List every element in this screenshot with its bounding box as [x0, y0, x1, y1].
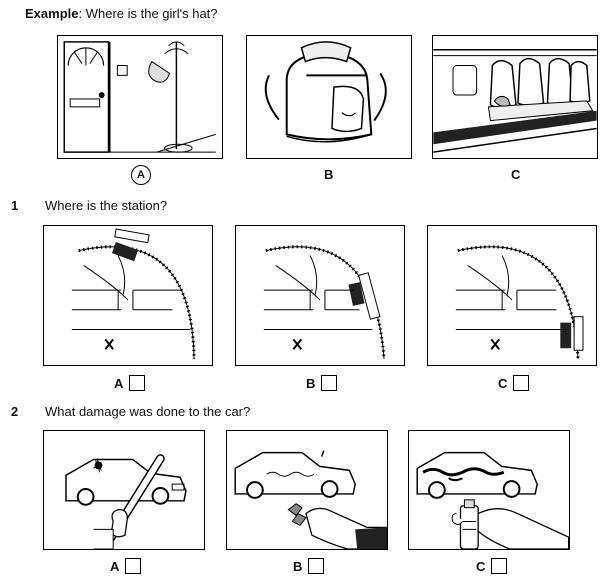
station-map-c [455, 245, 584, 360]
q2-option-a-label: A [110, 558, 120, 574]
car-smashed-window-illustration [65, 454, 187, 549]
q1-option-c-checkbox[interactable] [513, 375, 530, 391]
q2-option-a[interactable]: A [110, 558, 142, 574]
question-1-number: 1 [11, 198, 19, 213]
example-picture-b [246, 35, 412, 159]
backpack-illustration [264, 41, 387, 143]
example-option-c: C [511, 167, 520, 182]
q2-option-c-label: C [476, 558, 486, 574]
q1-option-b-label: B [306, 375, 316, 391]
q2-option-c[interactable]: C [476, 558, 508, 574]
example-option-a: A [131, 165, 151, 185]
hallway-door-illustration [63, 41, 216, 153]
station-map-b [263, 245, 386, 360]
q1-option-b-checkbox[interactable] [321, 375, 338, 391]
q2-option-a-checkbox[interactable] [125, 558, 142, 574]
station-map-a [71, 228, 196, 360]
q1-option-c-label: C [498, 375, 508, 391]
q1-option-a-label: A [114, 375, 124, 391]
question-1-text: Where is the station? [45, 198, 168, 213]
q1-option-c[interactable]: C [498, 375, 530, 391]
q1-option-a-checkbox[interactable] [129, 375, 146, 391]
question-2-text: What damage was done to the car? [45, 404, 251, 419]
q2-picture-a [43, 430, 205, 550]
example-option-b: B [324, 167, 333, 182]
option-b-label: B [324, 167, 334, 182]
q1-picture-b [235, 225, 405, 366]
q2-option-b[interactable]: B [293, 558, 325, 574]
car-scratched-illustration [234, 450, 387, 549]
example-question-text: : Where is the girl's hat? [78, 6, 218, 21]
example-question: Example: Where is the girl's hat? [25, 6, 218, 21]
example-picture-a [57, 35, 223, 159]
q2-picture-b [226, 430, 388, 550]
car-spray-painted-illustration [416, 451, 569, 549]
q1-option-a[interactable]: A [114, 375, 146, 391]
question-2-number: 2 [11, 404, 19, 419]
q2-option-b-label: B [293, 558, 303, 574]
option-a-circled: A [131, 165, 151, 185]
q2-picture-c [408, 430, 570, 550]
q2-option-b-checkbox[interactable] [308, 558, 325, 574]
example-picture-c [432, 35, 598, 159]
bus-seats-illustration [433, 49, 597, 153]
q1-picture-c [427, 225, 597, 366]
q2-option-c-checkbox[interactable] [491, 558, 508, 574]
q1-picture-a [43, 225, 213, 366]
option-c-label: C [511, 167, 521, 182]
q1-option-b[interactable]: B [306, 375, 338, 391]
example-label: Example [25, 6, 79, 21]
